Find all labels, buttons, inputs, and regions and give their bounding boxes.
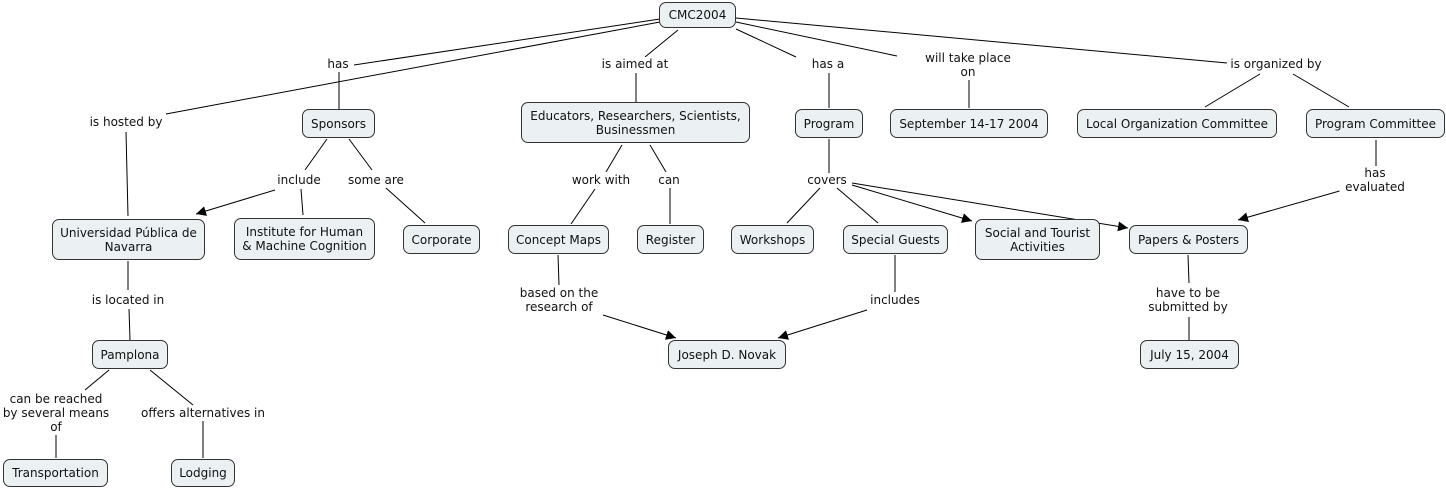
concept-program-committee[interactable]: Program Committee [1306, 109, 1445, 138]
link-label-will-take-place-on: will take place on [924, 51, 1012, 79]
concept-date[interactable]: September 14-17 2004 [890, 109, 1048, 138]
concept-program[interactable]: Program [795, 109, 863, 138]
concept-special-guests[interactable]: Special Guests [843, 225, 948, 254]
concept-register[interactable]: Register [637, 225, 704, 254]
link-label-can: can [657, 173, 681, 187]
concept-papers-posters[interactable]: Papers & Posters [1129, 225, 1248, 254]
link-label-includes: includes [869, 293, 921, 307]
concept-lodging[interactable]: Lodging [171, 459, 235, 487]
concept-transportation[interactable]: Transportation [3, 459, 108, 487]
concept-deadline[interactable]: July 15, 2004 [1140, 340, 1239, 369]
link-cmc-hosted [165, 21, 661, 115]
concept-university[interactable]: Universidad Pública de Navarra [52, 219, 205, 260]
concept-audience[interactable]: Educators, Researchers, Scientists, Busi… [521, 102, 750, 143]
concept-social-activities[interactable]: Social and Tourist Activities [975, 219, 1100, 260]
link-label-work-with: work with [570, 173, 632, 187]
link-cmc-aimed [644, 29, 679, 58]
link-label-submitted-by: have to be submitted by [1147, 286, 1229, 314]
link-label-reached-by: can be reached by several means of [1, 392, 111, 434]
concept-local-committee[interactable]: Local Organization Committee [1077, 109, 1277, 138]
link-cmc-has [353, 18, 661, 66]
concept-cmc2004[interactable]: CMC2004 [659, 2, 736, 28]
concept-pamplona[interactable]: Pamplona [92, 340, 168, 369]
link-label-covers: covers [806, 173, 848, 187]
link-label-has: has [326, 57, 350, 71]
link-label-include: include [276, 173, 322, 187]
concept-ihmc[interactable]: Institute for Human & Machine Cognition [234, 218, 375, 260]
concept-novak[interactable]: Joseph D. Novak [668, 340, 786, 369]
concept-corporate[interactable]: Corporate [403, 225, 480, 254]
concept-concept-maps[interactable]: Concept Maps [508, 225, 609, 254]
link-cmc-hasa [735, 28, 797, 58]
link-label-is-organized-by: is organized by [1229, 57, 1323, 71]
link-label-is-hosted-by: is hosted by [88, 115, 164, 129]
link-label-has-evaluated: has evaluated [1339, 166, 1411, 194]
link-cmc-takeplace [735, 21, 898, 57]
link-label-is-aimed-at: is aimed at [600, 57, 670, 71]
link-label-offers: offers alternatives in [140, 406, 266, 420]
link-label-based-on: based on the research of [518, 286, 600, 314]
link-cmc-organized [735, 17, 1228, 64]
link-label-is-located-in: is located in [90, 293, 166, 307]
link-label-some-are: some are [347, 173, 405, 187]
link-label-has-a: has a [810, 57, 846, 71]
concept-workshops[interactable]: Workshops [731, 225, 814, 254]
concept-sponsors[interactable]: Sponsors [302, 109, 375, 138]
